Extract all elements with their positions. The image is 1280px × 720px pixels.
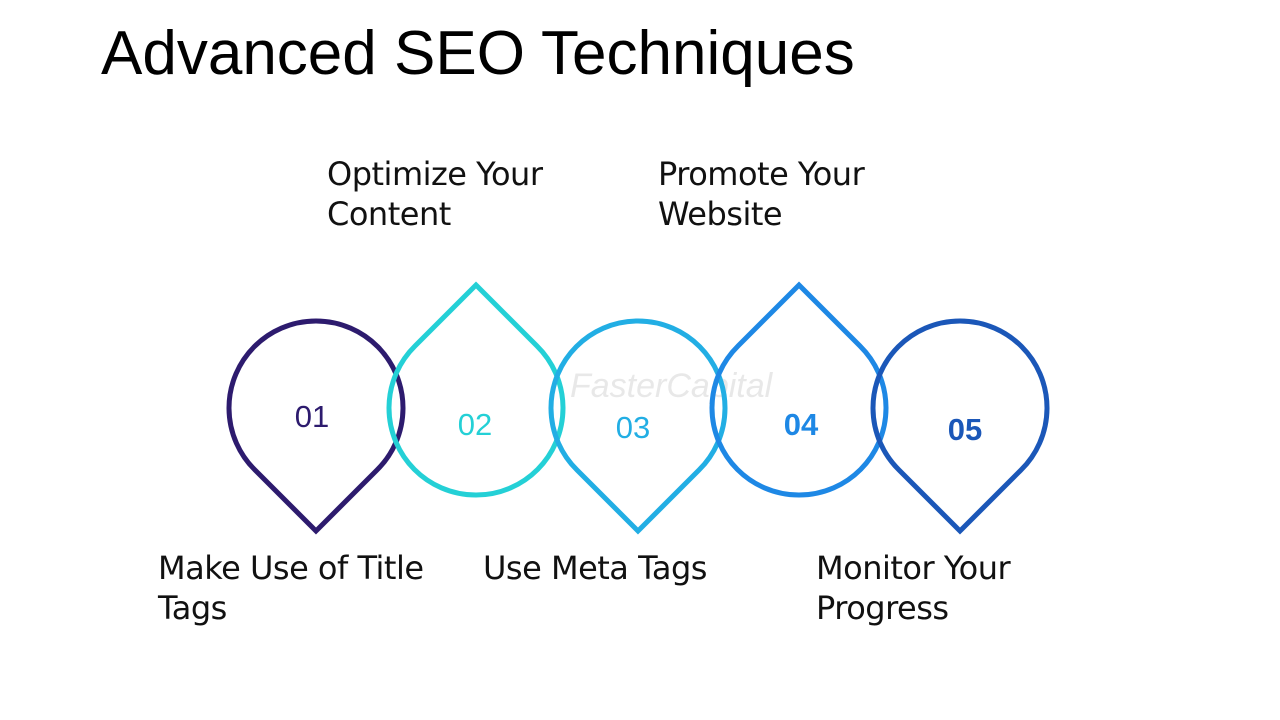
step-2-shape bbox=[386, 281, 566, 498]
step-3-label-line-1: Use Meta Tags bbox=[483, 549, 707, 587]
step-4-number: 04 bbox=[784, 407, 819, 442]
step-5-label: Monitor Your Progress bbox=[816, 548, 1116, 628]
step-2-number: 02 bbox=[458, 407, 492, 442]
step-4-label: Promote Your Website bbox=[658, 154, 958, 234]
step-2-label-line-1: Optimize Your bbox=[327, 155, 543, 193]
step-2-label: Optimize Your Content bbox=[327, 154, 627, 234]
step-5-label-line-2: Progress bbox=[816, 589, 949, 627]
step-5-label-line-1: Monitor Your bbox=[816, 549, 1011, 587]
watermark: FasterCapital bbox=[570, 367, 774, 405]
step-1-label-line-2: Tags bbox=[158, 589, 227, 627]
step-1-number: 01 bbox=[295, 399, 329, 434]
step-1-shape bbox=[226, 318, 406, 535]
step-5-shape bbox=[870, 318, 1050, 535]
step-5-number: 05 bbox=[948, 412, 982, 447]
step-4-label-line-2: Website bbox=[658, 195, 783, 233]
step-4-shape bbox=[709, 281, 889, 498]
step-3-shape bbox=[548, 318, 728, 535]
step-3-label: Use Meta Tags bbox=[483, 548, 783, 588]
step-2-label-line-2: Content bbox=[327, 195, 451, 233]
step-1-label-line-1: Make Use of Title bbox=[158, 549, 424, 587]
step-4-label-line-1: Promote Your bbox=[658, 155, 865, 193]
step-3-number: 03 bbox=[616, 410, 650, 445]
step-1-label: Make Use of Title Tags bbox=[158, 548, 458, 628]
page-title: Advanced SEO Techniques bbox=[101, 19, 855, 88]
